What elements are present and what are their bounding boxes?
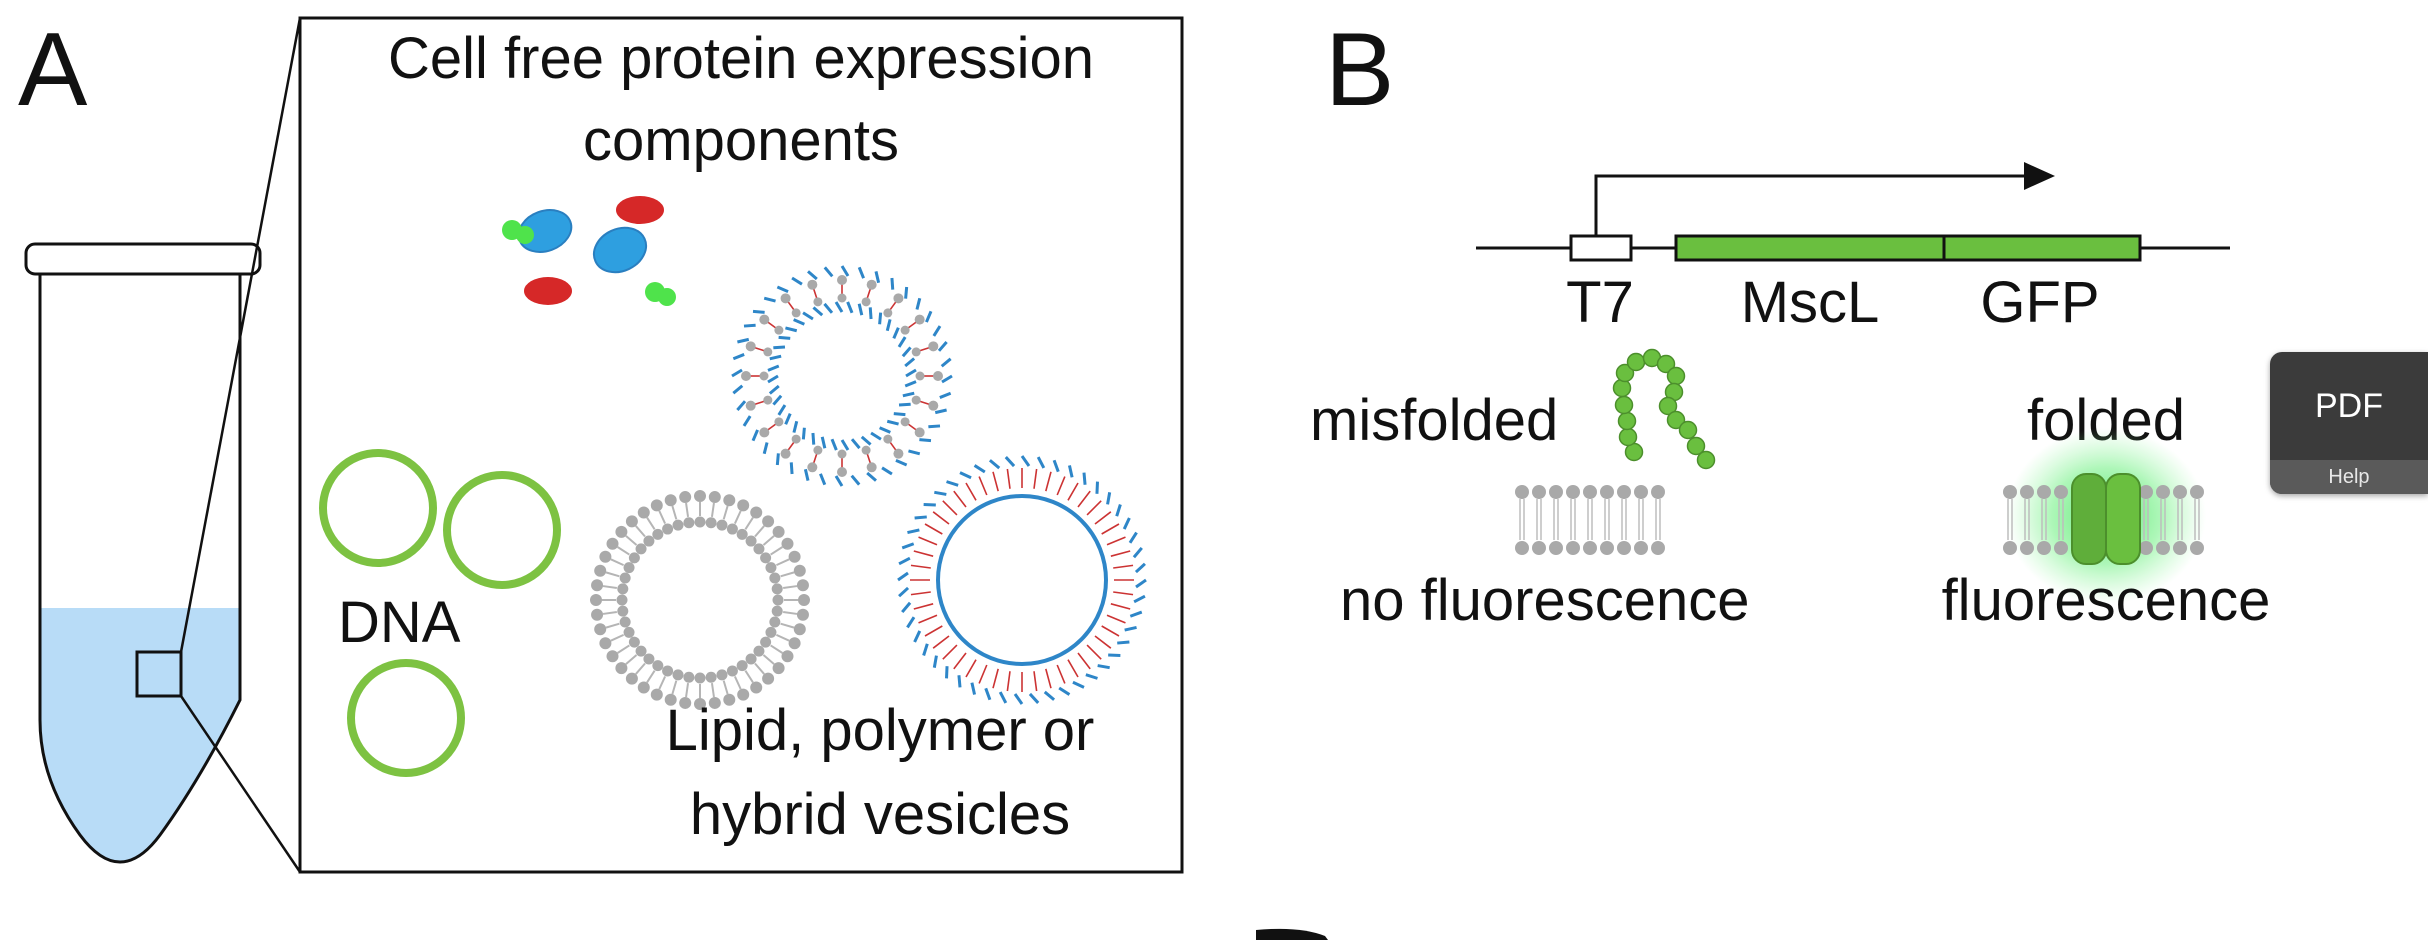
dna-label: DNA bbox=[338, 590, 461, 655]
gfp-gene bbox=[1942, 234, 2142, 262]
zoom-panel bbox=[298, 16, 1184, 874]
t7-promoter bbox=[1569, 234, 1633, 262]
mscl-gene bbox=[1674, 234, 1946, 262]
vesicle-label-line2: hybrid vesicles bbox=[690, 782, 1070, 847]
gene-construct bbox=[1476, 162, 2230, 262]
hybrid-vesicle bbox=[897, 455, 1147, 705]
dna-plasmids bbox=[319, 449, 561, 777]
panel-a-letter: A bbox=[18, 12, 88, 128]
folded-protein bbox=[2071, 473, 2141, 565]
vesicle-label-line1: Lipid, polymer or bbox=[666, 698, 1095, 763]
panel-b-letter: B bbox=[1325, 12, 1394, 128]
zoom-box bbox=[135, 650, 183, 698]
lipid-vesicle bbox=[590, 490, 810, 710]
transcription-arrow bbox=[1594, 174, 2028, 236]
next-panel-letter-fragment bbox=[1256, 928, 1328, 940]
help-link[interactable]: Help bbox=[2270, 460, 2428, 494]
membrane-with-protein bbox=[2003, 485, 2204, 555]
polymer-vesicle bbox=[731, 265, 953, 487]
membrane-no-protein bbox=[1515, 485, 1665, 555]
fluorescence-label: fluorescence bbox=[1942, 568, 2271, 633]
gene-label-mscl: MscL bbox=[1741, 270, 1880, 335]
gene-label-t7: T7 bbox=[1566, 270, 1634, 335]
test-tube bbox=[24, 17, 302, 873]
components-title-line1: Cell free protein expression bbox=[388, 26, 1094, 91]
misfolded-protein bbox=[1612, 348, 1716, 470]
tube-liquid bbox=[40, 608, 240, 862]
arrow-head bbox=[2024, 162, 2055, 190]
components-title-line2: components bbox=[583, 108, 899, 173]
pdf-help-widget[interactable]: PDF Help bbox=[2270, 352, 2428, 494]
gene-label-gfp: GFP bbox=[1980, 270, 2099, 335]
expression-components bbox=[502, 196, 676, 306]
misfolded-label: misfolded bbox=[1310, 388, 1558, 453]
pdf-button[interactable]: PDF bbox=[2315, 386, 2383, 425]
tube-cap bbox=[24, 242, 262, 276]
no-fluorescence-label: no fluorescence bbox=[1340, 568, 1749, 633]
